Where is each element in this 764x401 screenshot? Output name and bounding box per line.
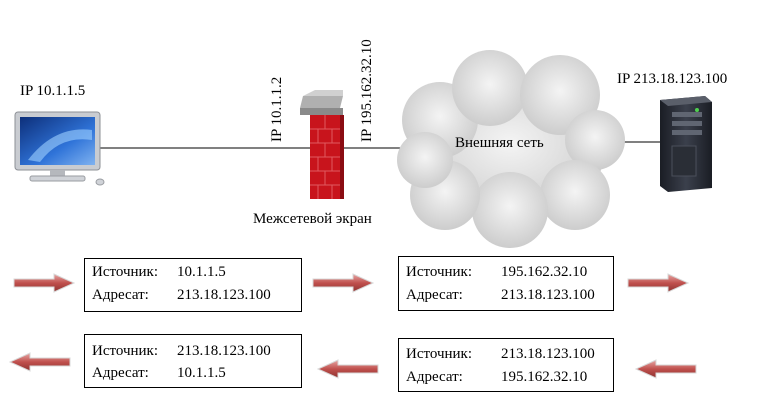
firewall-icon bbox=[300, 90, 344, 199]
packet-destination-value: 195.162.32.10 bbox=[501, 369, 588, 385]
packet-destination-label: Адресат: bbox=[92, 365, 149, 381]
computer-icon bbox=[14, 111, 105, 186]
packet-box-incoming-external: Источник: 213.18.123.100 Адресат: 195.16… bbox=[398, 338, 614, 392]
packet-source-value: 213.18.123.100 bbox=[177, 343, 271, 359]
packet-source-label: Источник: bbox=[92, 264, 159, 280]
packet-box-outgoing-internal: Источник: 10.1.1.5 Адресат: 213.18.123.1… bbox=[84, 258, 302, 312]
cloud-icon bbox=[397, 50, 625, 248]
packet-source-label: Источник: bbox=[406, 264, 473, 280]
packet-source-value: 213.18.123.100 bbox=[501, 346, 595, 362]
firewall-outer-ip-label: IP 195.162.32.10 bbox=[359, 39, 375, 142]
packet-destination-label: Адресат: bbox=[406, 287, 463, 303]
server-icon bbox=[660, 96, 712, 192]
packet-destination-value: 213.18.123.100 bbox=[501, 287, 595, 303]
firewall-label: Межсетевой экран bbox=[253, 211, 372, 227]
firewall-inner-ip-label: IP 10.1.1.2 bbox=[269, 76, 285, 142]
arrow-right-icon bbox=[627, 273, 690, 293]
packet-source-label: Источник: bbox=[92, 343, 159, 359]
packet-arrows bbox=[8, 273, 697, 379]
arrow-right-icon bbox=[312, 273, 375, 293]
arrow-left-icon bbox=[634, 359, 697, 379]
arrow-left-icon bbox=[8, 352, 71, 372]
packet-source-value: 10.1.1.5 bbox=[177, 264, 226, 280]
packet-destination-value: 213.18.123.100 bbox=[177, 287, 271, 303]
packet-destination-value: 10.1.1.5 bbox=[177, 365, 226, 381]
packet-source-value: 195.162.32.10 bbox=[501, 264, 588, 280]
packet-destination-label: Адресат: bbox=[92, 287, 149, 303]
pc-ip-label: IP 10.1.1.5 bbox=[20, 83, 86, 99]
packet-box-outgoing-external: Источник: 195.162.32.10 Адресат: 213.18.… bbox=[398, 256, 614, 311]
arrow-left-icon bbox=[316, 359, 379, 379]
packet-source-label: Источник: bbox=[406, 346, 473, 362]
cloud-label: Внешняя сеть bbox=[455, 135, 544, 151]
server-ip-label: IP 213.18.123.100 bbox=[617, 71, 728, 87]
arrow-right-icon bbox=[13, 273, 76, 293]
packet-destination-label: Адресат: bbox=[406, 369, 463, 385]
packet-box-incoming-internal: Источник: 213.18.123.100 Адресат: 10.1.1… bbox=[84, 334, 302, 388]
